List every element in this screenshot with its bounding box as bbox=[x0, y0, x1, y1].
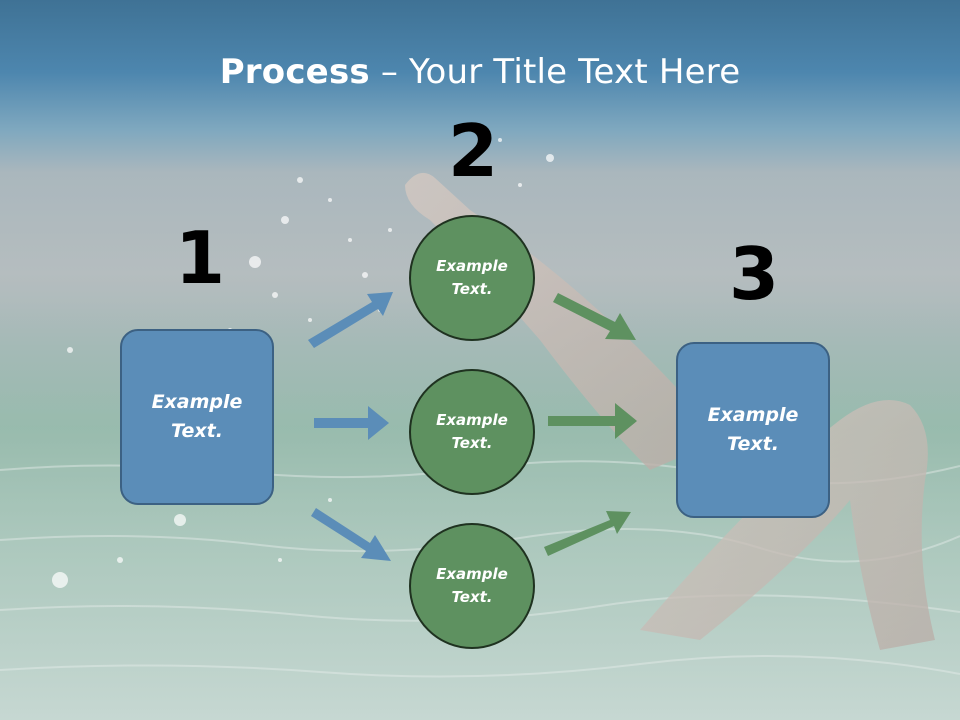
arrow-left-to-bottom bbox=[311, 508, 391, 561]
arrow-left-to-middle bbox=[314, 406, 389, 440]
title-rest: – Your Title Text Here bbox=[369, 52, 741, 92]
slide-title: Process – Your Title Text Here bbox=[0, 52, 960, 92]
circle-top: Example Text. bbox=[409, 215, 535, 341]
right-box: Example Text. bbox=[676, 342, 830, 518]
title-bold: Process bbox=[219, 52, 370, 92]
arrow-bottom-to-right bbox=[544, 511, 631, 556]
arrow-top-to-right bbox=[553, 293, 636, 340]
left-box: Example Text. bbox=[120, 329, 274, 505]
circle-bottom: Example Text. bbox=[409, 523, 535, 649]
arrow-middle-to-right bbox=[548, 403, 637, 439]
arrow-left-to-top bbox=[308, 292, 393, 348]
step-number-2: 2 bbox=[447, 109, 499, 193]
step-number-1: 1 bbox=[174, 216, 226, 300]
circle-middle-label: Example Text. bbox=[436, 411, 508, 452]
left-box-label: Example Text. bbox=[151, 391, 243, 442]
right-box-label: Example Text. bbox=[707, 404, 799, 455]
step-number-3: 3 bbox=[728, 232, 780, 316]
circle-bottom-label: Example Text. bbox=[436, 565, 508, 606]
circle-middle: Example Text. bbox=[409, 369, 535, 495]
circle-top-label: Example Text. bbox=[436, 257, 508, 298]
